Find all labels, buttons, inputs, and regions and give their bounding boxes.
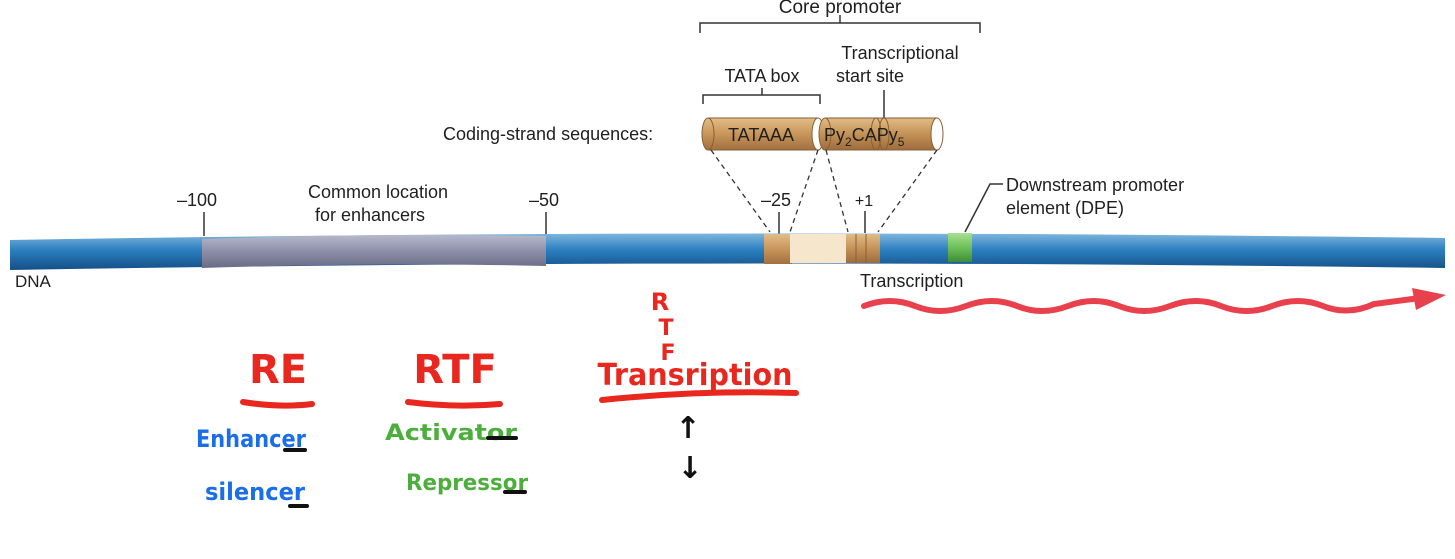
- tata-box-label: TATA box: [724, 66, 799, 86]
- coding-strand-label: Coding-strand sequences:: [443, 124, 653, 144]
- hand-t: T: [658, 316, 673, 341]
- spacer-region: [790, 234, 848, 263]
- tataaa-sequence: TATAAA: [728, 125, 794, 145]
- underline-transcription: [599, 389, 799, 403]
- position-plus-1: +1: [855, 193, 873, 210]
- hand-arrow-down: ↓: [677, 451, 702, 486]
- hand-re: RE: [249, 347, 307, 393]
- hand-arrow-up: ↑: [675, 411, 700, 446]
- position-minus-25: –25: [761, 190, 791, 210]
- hand-silencer: silencer: [205, 478, 305, 506]
- position-minus-100: –100: [177, 190, 217, 210]
- enhancer-location-label-line2: for enhancers: [315, 205, 425, 225]
- dpe-region: [948, 233, 972, 262]
- zoom-lines: [710, 149, 938, 233]
- underline-re: [240, 399, 315, 409]
- handwritten-notes: RE RTF R T F Transription ↑ ↓ Enhancer s…: [196, 288, 799, 508]
- tata-box-bracket: [702, 88, 821, 104]
- dpe-pointer: [964, 183, 1003, 233]
- dna-label: DNA: [15, 272, 52, 291]
- transcription-label: Transcription: [860, 271, 963, 291]
- underline-rtf: [405, 399, 503, 409]
- hand-activator: Activator: [385, 421, 517, 446]
- dpe-label-line1: Downstream promoter: [1006, 175, 1184, 195]
- hand-transcription: Transription: [598, 358, 793, 393]
- tss-label-line1: Transcriptional: [841, 43, 958, 63]
- core-promoter-label: Core promoter: [779, 0, 902, 18]
- py2ca-sequence: Py2CAPy5: [824, 125, 905, 149]
- dna-strand: [10, 233, 1445, 270]
- transcript-arrowhead: [1412, 288, 1446, 310]
- tataaa-cylinder: [701, 117, 825, 151]
- hand-f: F: [660, 341, 675, 366]
- tata-region: [764, 234, 792, 264]
- initiator-region: [846, 234, 880, 263]
- tss-label-line2: start site: [836, 66, 904, 86]
- hand-r: R: [651, 288, 669, 316]
- hand-rtf: RTF: [413, 347, 497, 393]
- dpe-label-line2: element (DPE): [1006, 198, 1124, 218]
- py2ca-py5-cylinder: [818, 117, 944, 151]
- enhancer-region: [202, 235, 546, 268]
- enhancer-location-label-line1: Common location: [308, 182, 448, 202]
- core-promoter-bracket: [699, 15, 981, 33]
- position-minus-50: –50: [529, 190, 559, 210]
- transcript-arrow: [861, 295, 1423, 314]
